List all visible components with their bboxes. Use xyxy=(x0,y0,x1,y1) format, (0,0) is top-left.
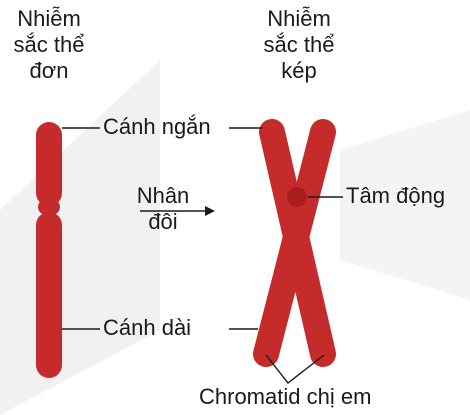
sister-chromatids-label: Chromatid chị em xyxy=(199,384,371,410)
centromere-label: Tâm động xyxy=(346,183,445,209)
process-arrow-head xyxy=(205,206,215,216)
process-label: Nhân đôi xyxy=(128,183,198,235)
double-chromosome xyxy=(266,132,323,354)
double-chromosome-title: Nhiễm sắc thể kép xyxy=(250,6,348,84)
short-arm-label: Cánh ngắn xyxy=(103,114,211,140)
single-chromosome-long-arm xyxy=(36,212,62,378)
double-chromosome-centromere xyxy=(287,187,307,207)
single-chromosome-title: Nhiễm sắc thể đơn xyxy=(0,6,98,84)
long-arm-label: Cánh dài xyxy=(103,315,191,341)
single-chromosome-short-arm xyxy=(36,122,62,206)
single-chromosome xyxy=(36,122,62,378)
